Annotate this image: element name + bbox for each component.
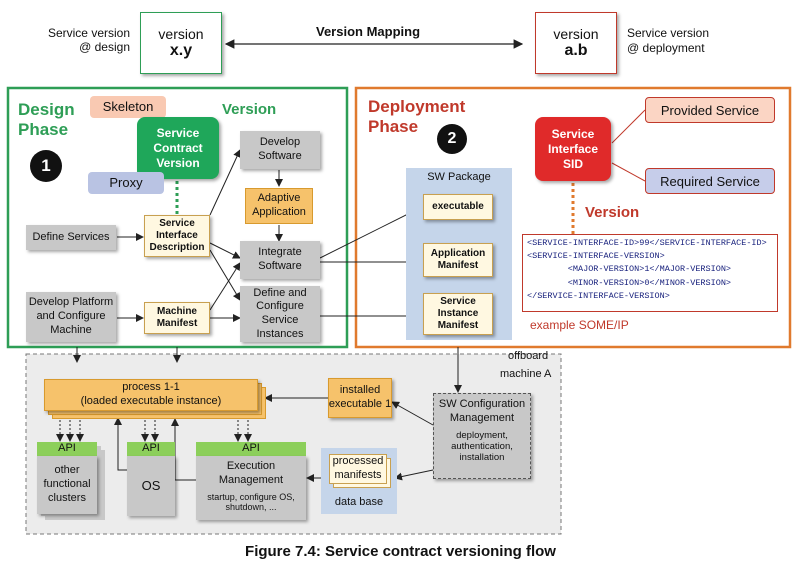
os-box: OS xyxy=(127,456,175,516)
define-services-box: Define Services xyxy=(26,225,116,250)
api-bar-clusters: API xyxy=(37,442,97,456)
skeleton-box: Skeleton xyxy=(90,96,166,118)
application-manifest-note: Application Manifest xyxy=(423,243,493,277)
design-version-heading: Version xyxy=(222,101,277,118)
process-box: process 1-1 (loaded executable instance) xyxy=(44,379,258,411)
deploy-version-label: Service version @ deployment xyxy=(627,26,710,55)
executable-note: executable xyxy=(423,194,493,220)
develop-platform-box: Develop Platform and Configure Machine xyxy=(26,292,116,342)
design-version-note: version x.y xyxy=(140,12,222,74)
installed-executable-box: installed executable 1 xyxy=(328,378,392,418)
sw-config-box: SW Configuration Management deployment, … xyxy=(433,393,531,479)
sw-package-label: SW Package xyxy=(427,171,491,184)
deployment-step-number: 2 xyxy=(437,124,467,154)
execution-management-box: Execution Management startup, configure … xyxy=(196,456,306,520)
design-version-top: version xyxy=(158,26,204,42)
figure-caption: Figure 7.4: Service contract versioning … xyxy=(245,542,556,560)
deploy-version-note: version a.b xyxy=(535,12,617,74)
execution-management-title: Execution Management xyxy=(218,460,284,486)
define-configure-box: Define and Configure Service Instances xyxy=(240,286,320,342)
service-instance-manifest-note: Service Instance Manifest xyxy=(423,293,493,335)
service-interface-sid: Service Interface SID xyxy=(535,117,611,181)
sw-config-title: SW Configuration Management xyxy=(438,398,526,424)
database-label: data base xyxy=(334,496,384,509)
design-step-number: 1 xyxy=(30,150,62,182)
proxy-box: Proxy xyxy=(88,172,164,194)
execution-management-detail: startup, configure OS, shutdown, ... xyxy=(207,491,295,513)
version-mapping-label: Version Mapping xyxy=(316,24,421,39)
xml-line: <MAJOR-VERSION>1</MAJOR-VERSION> xyxy=(527,264,732,275)
other-clusters-box: other functional clusters xyxy=(37,456,97,514)
api-bar-exec: API xyxy=(196,442,306,456)
service-contract-version: Service Contract Version xyxy=(137,117,219,179)
xml-line: <SERVICE-INTERFACE-VERSION> xyxy=(527,251,665,262)
sw-config-detail: deployment, authentication, installation xyxy=(451,429,513,464)
machine-manifest: Machine Manifest xyxy=(144,302,210,334)
design-phase-title: Design Phase xyxy=(18,100,75,140)
adaptive-application-box: Adaptive Application xyxy=(245,188,313,224)
deployment-phase-title: Deployment Phase xyxy=(368,97,466,137)
develop-software-box: Develop Software xyxy=(240,131,320,169)
required-service-box: Required Service xyxy=(645,168,775,194)
xml-line: <MINOR-VERSION>0</MINOR-VERSION> xyxy=(527,277,732,288)
deploy-version-value: a.b xyxy=(564,42,588,59)
xml-line: </SERVICE-INTERFACE-VERSION> xyxy=(527,290,670,301)
design-version-label: Service version @ design xyxy=(47,26,130,55)
design-version-value: x.y xyxy=(169,42,193,59)
service-interface-description: Service Interface Description xyxy=(144,215,210,257)
offboard-label: offboard xyxy=(508,350,549,362)
machine-a-label: machine A xyxy=(500,368,552,380)
example-label: example SOME/IP xyxy=(530,318,629,332)
provided-service-box: Provided Service xyxy=(645,97,775,123)
processed-manifests-note: processed manifests xyxy=(329,454,387,484)
deploy-version-top: version xyxy=(553,26,599,42)
xml-line: <SERVICE-INTERFACE-ID>99</SERVICE-INTERF… xyxy=(527,238,767,248)
xml-snippet: <SERVICE-INTERFACE-ID>99</SERVICE-INTERF… xyxy=(522,234,778,312)
integrate-software-box: Integrate Software xyxy=(240,241,320,279)
deployment-version-heading: Version xyxy=(585,204,640,221)
api-bar-os: API xyxy=(127,442,175,456)
